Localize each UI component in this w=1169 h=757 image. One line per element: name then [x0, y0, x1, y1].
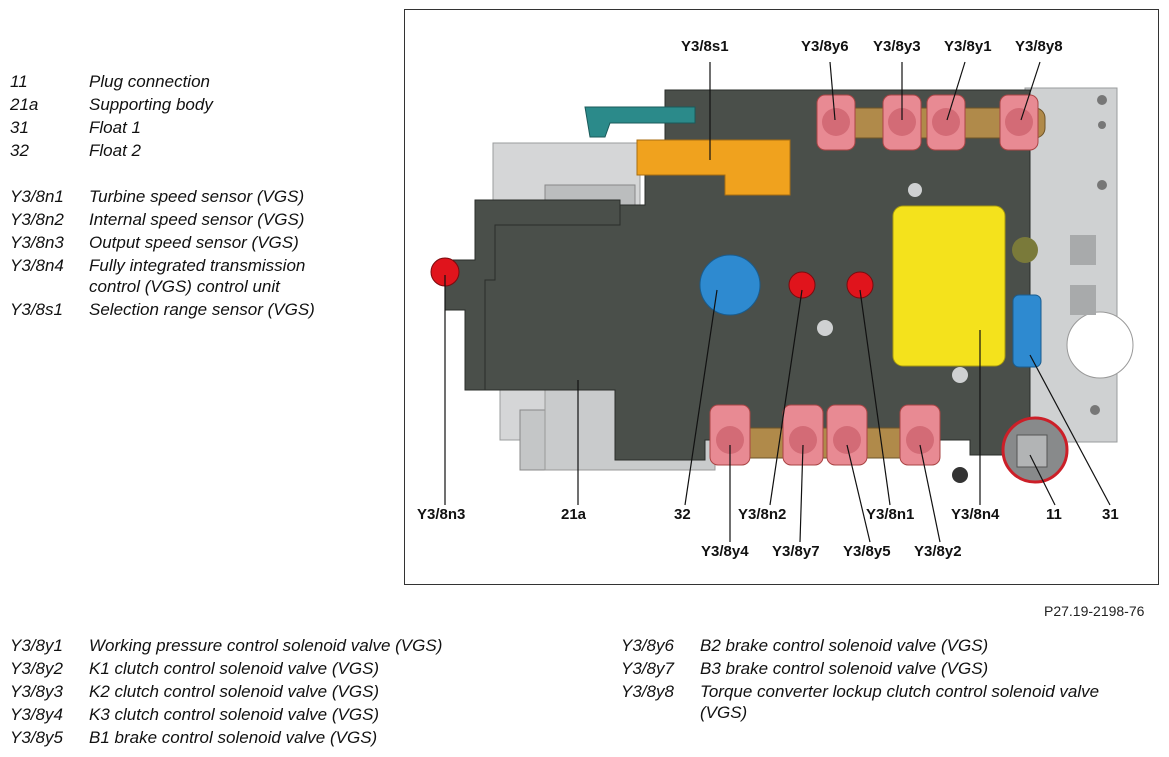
valve-body-figure: Y3/8s1 Y3/8y6 Y3/8y3 Y3/8y1 Y3/8y8 Y3/8n…	[404, 9, 1159, 585]
legend-desc: Turbine speed sensor (VGS)	[89, 187, 305, 206]
legend-code: Y3/8y6	[621, 636, 674, 655]
legend-item: Y3/8y2 K1 clutch control solenoid valve …	[10, 659, 610, 679]
solenoid-y3	[882, 94, 922, 151]
legend-item: Y3/8s1 Selection range sensor (VGS)	[10, 300, 390, 320]
callout-y3-8y1: Y3/8y1	[944, 38, 992, 55]
legend-code: Y3/8y3	[10, 682, 63, 701]
legend-code: Y3/8y2	[10, 659, 63, 678]
speed-sensor-n1	[846, 271, 874, 299]
legend-code: Y3/8y1	[10, 636, 63, 655]
callout-y3-8s1: Y3/8s1	[681, 38, 729, 55]
legend-code: 32	[10, 141, 29, 160]
callout-y3-8y2: Y3/8y2	[914, 543, 962, 560]
legend-code: Y3/8y7	[621, 659, 674, 678]
solenoid-y1	[926, 94, 966, 151]
legend-item: Y3/8y6 B2 brake control solenoid valve (…	[621, 636, 1161, 656]
callout-y3-8n3: Y3/8n3	[417, 506, 466, 523]
legend-item: Y3/8n4 Fully integrated transmission con…	[10, 256, 390, 298]
legend-item: Y3/8y1 Working pressure control solenoid…	[10, 636, 610, 656]
legend-desc-line2: control (VGS) control unit	[89, 277, 280, 296]
legend-item: 32 Float 2	[10, 141, 390, 161]
legend-code: 31	[10, 118, 29, 137]
float-1	[1012, 294, 1042, 368]
legend-desc: Internal speed sensor (VGS)	[89, 210, 305, 229]
legend-code: Y3/8y5	[10, 728, 63, 747]
legend-desc: B3 brake control solenoid valve (VGS)	[700, 659, 989, 678]
legend-code: 11	[10, 72, 28, 91]
legend-code: Y3/8y8	[621, 682, 674, 701]
legend-desc-line2: (VGS)	[700, 703, 748, 722]
legend-desc: Output speed sensor (VGS)	[89, 233, 299, 252]
figure-reference: P27.19-2198-76	[1044, 603, 1145, 619]
callout-y3-8y4: Y3/8y4	[701, 543, 749, 560]
solenoid-y7	[782, 404, 824, 466]
legend-code: Y3/8n1	[10, 187, 64, 206]
legend-desc: K3 clutch control solenoid valve (VGS)	[89, 705, 380, 724]
legend-desc: Fully integrated transmission	[89, 256, 306, 275]
callout-y3-8n2: Y3/8n2	[738, 506, 787, 523]
legend-item: Y3/8y3 K2 clutch control solenoid valve …	[10, 682, 610, 702]
solenoid-y8	[999, 94, 1039, 151]
callout-32: 32	[674, 506, 691, 523]
legend-desc: Working pressure control solenoid valve …	[89, 636, 443, 655]
legend-desc: Float 2	[89, 141, 141, 160]
callout-y3-8y6: Y3/8y6	[801, 38, 849, 55]
legend-item: Y3/8y8 Torque converter lockup clutch co…	[621, 682, 1161, 724]
callout-y3-8y7: Y3/8y7	[772, 543, 820, 560]
legend-item: Y3/8y7 B3 brake control solenoid valve (…	[621, 659, 1161, 679]
legend-item: 31 Float 1	[10, 118, 390, 138]
legend-desc: Float 1	[89, 118, 141, 137]
legend-item: 21a Supporting body	[10, 95, 390, 115]
legend-item: Y3/8y4 K3 clutch control solenoid valve …	[10, 705, 610, 725]
legend-code: 21a	[10, 95, 39, 114]
solenoid-y4	[709, 404, 751, 466]
legend-item: Y3/8y5 B1 brake control solenoid valve (…	[10, 728, 610, 748]
leader-lines	[444, 61, 1111, 543]
legend-code: Y3/8s1	[10, 300, 63, 319]
legend-desc: Torque converter lockup clutch control s…	[700, 682, 1100, 701]
speed-sensor-n2	[788, 271, 816, 299]
legend-item: 11 Plug connection	[10, 72, 390, 92]
legend-desc: K2 clutch control solenoid valve (VGS)	[89, 682, 380, 701]
control-unit	[892, 205, 1006, 367]
callout-y3-8n1: Y3/8n1	[866, 506, 915, 523]
solenoid-y5	[826, 404, 868, 466]
legend-item: Y3/8n3 Output speed sensor (VGS)	[10, 233, 390, 253]
legend-desc: Selection range sensor (VGS)	[89, 300, 315, 319]
legend-item: Y3/8n2 Internal speed sensor (VGS)	[10, 210, 390, 230]
solenoid-y2	[899, 404, 941, 466]
selection-range-sensor	[636, 139, 791, 196]
callout-11: 11	[1046, 506, 1062, 523]
callout-y3-8y3: Y3/8y3	[873, 38, 921, 55]
callout-y3-8n4: Y3/8n4	[951, 506, 1000, 523]
legend-desc: Plug connection	[89, 72, 210, 91]
legend-item: Y3/8n1 Turbine speed sensor (VGS)	[10, 187, 390, 207]
callout-y3-8y5: Y3/8y5	[843, 543, 891, 560]
legend-code: Y3/8n2	[10, 210, 64, 229]
callout-31: 31	[1102, 506, 1119, 523]
legend-code: Y3/8n4	[10, 256, 64, 275]
callout-y3-8y8: Y3/8y8	[1015, 38, 1063, 55]
legend-code: Y3/8n3	[10, 233, 64, 252]
legend-desc: B1 brake control solenoid valve (VGS)	[89, 728, 378, 747]
legend-desc: Supporting body	[89, 95, 213, 114]
legend-desc: B2 brake control solenoid valve (VGS)	[700, 636, 989, 655]
legend-code: Y3/8y4	[10, 705, 63, 724]
float-2	[699, 254, 761, 316]
valve-body-illustration	[430, 61, 1134, 543]
callout-21a: 21a	[561, 506, 587, 523]
solenoid-y6	[816, 94, 856, 151]
legend-desc: K1 clutch control solenoid valve (VGS)	[89, 659, 380, 678]
